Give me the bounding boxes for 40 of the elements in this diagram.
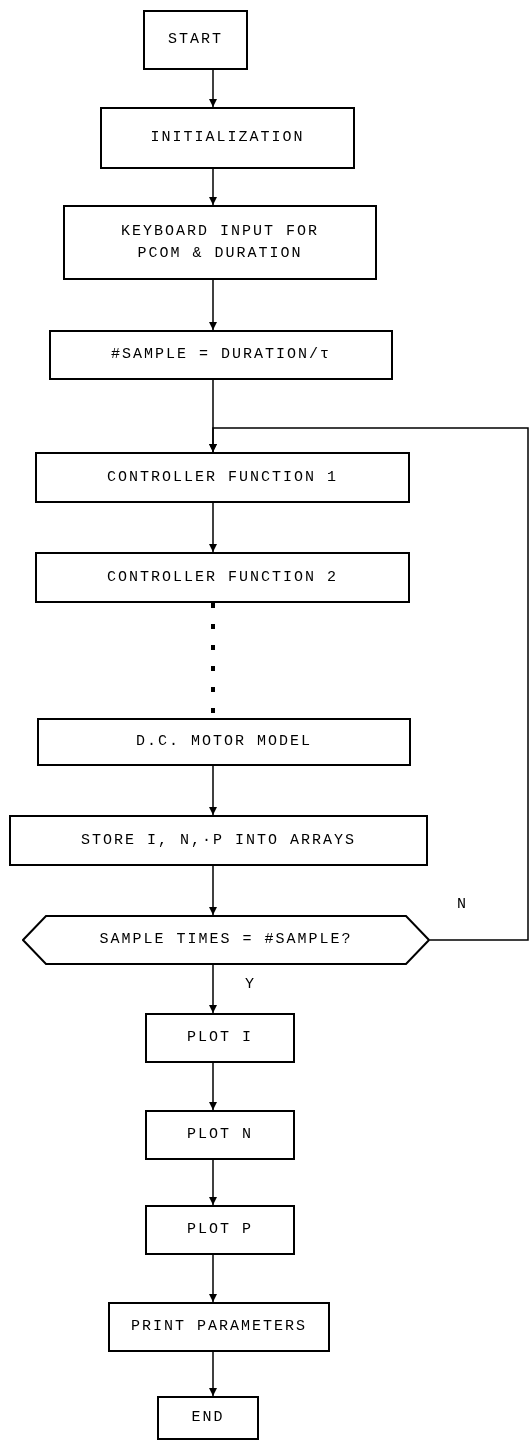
box-label: D.C. MOTOR MODEL xyxy=(136,732,312,752)
box-label: START xyxy=(168,30,223,50)
box-label: PLOT N xyxy=(187,1125,253,1145)
box-label: STORE I, N,·P INTO ARRAYS xyxy=(80,830,356,851)
box-label: END xyxy=(191,1408,225,1428)
arrow xyxy=(209,69,217,108)
arrow xyxy=(209,279,217,331)
process-box xyxy=(145,1205,295,1255)
decision-hexagon xyxy=(22,915,430,965)
process-box xyxy=(145,1110,295,1160)
process-box xyxy=(108,1302,330,1352)
arrow xyxy=(209,168,217,206)
arrow xyxy=(209,1062,217,1111)
process-box xyxy=(35,452,410,503)
arrow xyxy=(209,964,217,1014)
box-label: KEYBOARD INPUT FOR PCOM & DURATION xyxy=(120,221,320,264)
box-label: PLOT P xyxy=(187,1220,253,1240)
box-label: PLOT I xyxy=(187,1028,253,1048)
process-box xyxy=(145,1013,295,1063)
arrow xyxy=(209,865,217,916)
process-box xyxy=(157,1396,259,1440)
process-box xyxy=(35,552,410,603)
arrow xyxy=(209,765,217,816)
box-label: SAMPLE TIMES = #SAMPLE? xyxy=(99,930,353,950)
box-label: CONTROLLER FUNCTION 1 xyxy=(107,467,338,488)
box-label: #SAMPLE = DURATION/τ xyxy=(111,345,331,365)
process-box xyxy=(63,205,377,280)
process-box xyxy=(100,107,355,169)
box-label: CONTROLLER FUNCTION 2 xyxy=(107,567,338,588)
arrow xyxy=(209,1159,217,1206)
process-box xyxy=(143,10,248,70)
process-box xyxy=(9,815,428,866)
arrow xyxy=(209,502,217,553)
arrow xyxy=(209,427,529,941)
arrow xyxy=(209,1351,217,1397)
process-box xyxy=(49,330,393,380)
box-label: PRINT PARAMETERS xyxy=(131,1317,307,1337)
process-box xyxy=(37,718,411,766)
arrow xyxy=(209,1254,217,1303)
box-label: INITIALIZATION xyxy=(150,128,305,148)
